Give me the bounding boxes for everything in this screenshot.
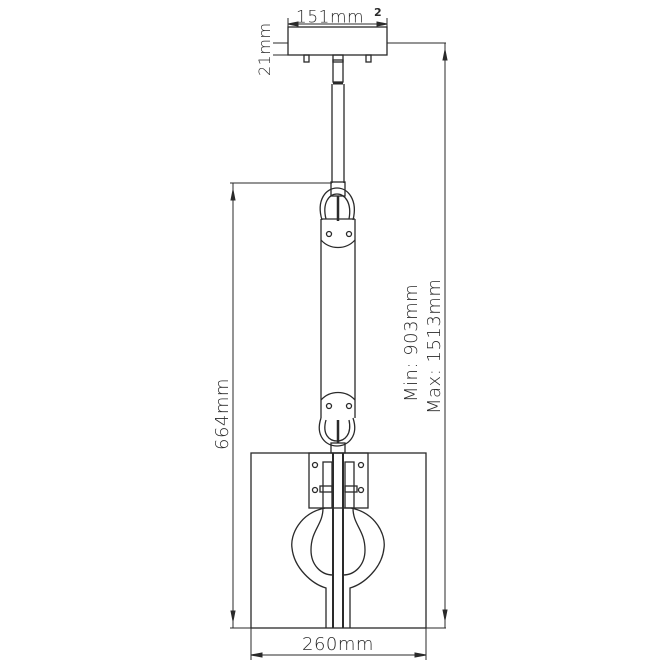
- lower-d-ring: [318, 417, 356, 454]
- dim-shade-width: [250, 628, 427, 660]
- overall-min-label: Min: 903mm: [401, 283, 422, 402]
- bulb-bracket: [308, 452, 369, 509]
- canopy-width-value: 151mm: [296, 7, 365, 28]
- canopy: [287, 26, 388, 63]
- dim-overall-length: [387, 42, 448, 629]
- body-height-label: 664mm: [212, 378, 233, 450]
- central-stem: [332, 453, 344, 628]
- ring-and-bulb: [291, 507, 385, 628]
- suspension-rod: [331, 59, 345, 183]
- canopy-height-label: 21mm: [255, 22, 274, 76]
- canopy-width-note: 2: [373, 6, 383, 19]
- shade-width-label: 260mm: [302, 634, 374, 655]
- canopy-width-label: 151mm 2: [296, 6, 382, 28]
- dim-canopy-height: [273, 42, 288, 56]
- central-tube: [320, 218, 356, 418]
- dim-canopy-width: [287, 18, 388, 27]
- dim-body-height: [230, 182, 332, 629]
- upper-d-ring: [319, 181, 355, 221]
- overall-max-label: Max: 1513mm: [424, 278, 445, 414]
- shade-panel: [250, 452, 427, 629]
